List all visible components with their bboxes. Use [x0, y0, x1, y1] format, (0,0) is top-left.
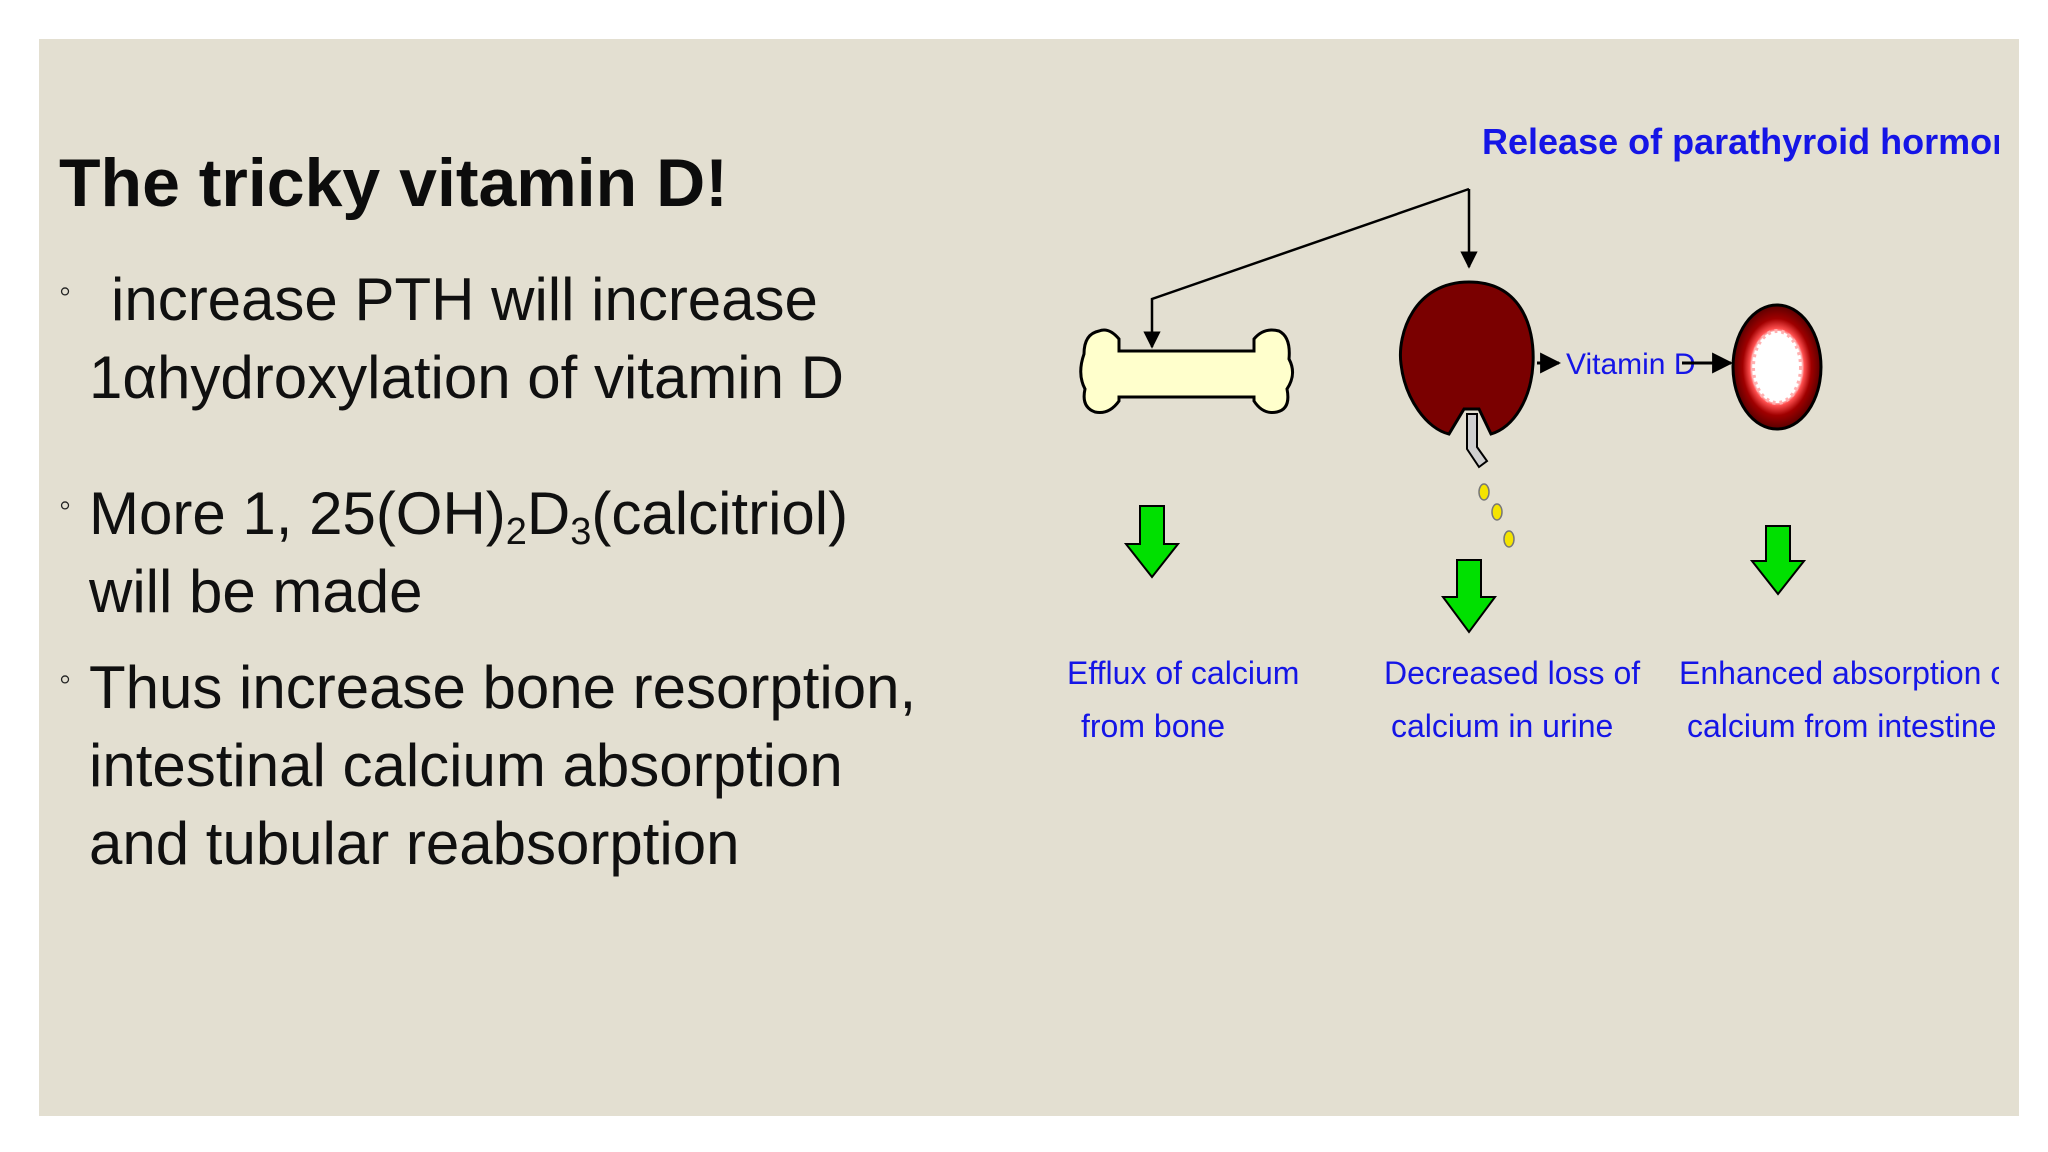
captions: Efflux of calcium from bone Decreased lo… — [1067, 655, 1999, 744]
green-arrows — [1123, 505, 1807, 634]
urine-drops-icon — [1478, 483, 1515, 548]
kidney-icon — [1398, 280, 1535, 469]
down-arrow-intestine-icon — [1749, 525, 1807, 596]
caption-kidney-line1: Decreased loss of — [1384, 655, 1640, 691]
bullet-line: Thus increase bone resorption, — [89, 654, 917, 721]
bullet-line: and tubular reabsorption — [89, 810, 740, 877]
vitamin-d-label: Vitamin D — [1566, 348, 1696, 381]
bullet-marker-icon: ◦ — [59, 486, 72, 524]
vitamin-d-arrow: Vitamin D — [1537, 348, 1734, 381]
pth-connector-arrows — [1143, 187, 1478, 349]
down-arrow-kidney-icon — [1441, 559, 1497, 634]
caption-intestine-line1: Enhanced absorption of — [1679, 655, 1999, 691]
calcitriol-suffix: (calcitriol) — [591, 480, 849, 547]
bullet-marker-icon: ◦ — [59, 272, 72, 310]
calcitriol-prefix: More 1, 25(OH) — [89, 480, 506, 547]
caption-intestine-line2: calcium from intestine — [1687, 708, 1996, 744]
arrow-to-bone — [1143, 187, 1470, 349]
slide-title: The tricky vitamin D! — [59, 145, 728, 221]
subscript-3: 3 — [570, 511, 592, 553]
caption-kidney-line2: calcium in urine — [1391, 708, 1613, 744]
subscript-2: 2 — [505, 511, 527, 553]
ureter-icon — [1466, 413, 1489, 469]
bullet-marker-icon: ◦ — [59, 660, 72, 698]
calcitriol-d: D — [526, 480, 571, 547]
bullet-bone-resorption: ◦ Thus increase bone resorption, intesti… — [59, 649, 1019, 883]
slide: The tricky vitamin D! ◦ increase PTH wil… — [39, 39, 2019, 1116]
diagram-header: Release of parathyroid hormone — [1482, 121, 1999, 162]
caption-bone-line2: from bone — [1081, 708, 1225, 744]
bullet-line: will be made — [89, 558, 423, 625]
down-arrow-bone-icon — [1123, 505, 1181, 579]
pth-action-diagram: Release of parathyroid hormone Vitamin D — [1067, 121, 1999, 744]
bullet-line: 1αhydroxylation of vitamin D — [89, 344, 845, 411]
bullet-pth-hydroxylation: ◦ increase PTH will increase 1αhydroxyla… — [59, 261, 1019, 417]
bullet-calcitriol: ◦ More 1, 25(OH)2D3(calcitriol) will be … — [59, 475, 1019, 631]
bullet-line: More 1, 25(OH)2D3(calcitriol) — [59, 475, 1019, 553]
caption-bone-line1: Efflux of calcium — [1067, 655, 1299, 691]
bone-icon — [1079, 328, 1294, 414]
intestine-icon — [1731, 303, 1823, 431]
bullet-line: increase PTH will increase — [111, 266, 818, 333]
bullet-line: intestinal calcium absorption — [89, 732, 843, 799]
